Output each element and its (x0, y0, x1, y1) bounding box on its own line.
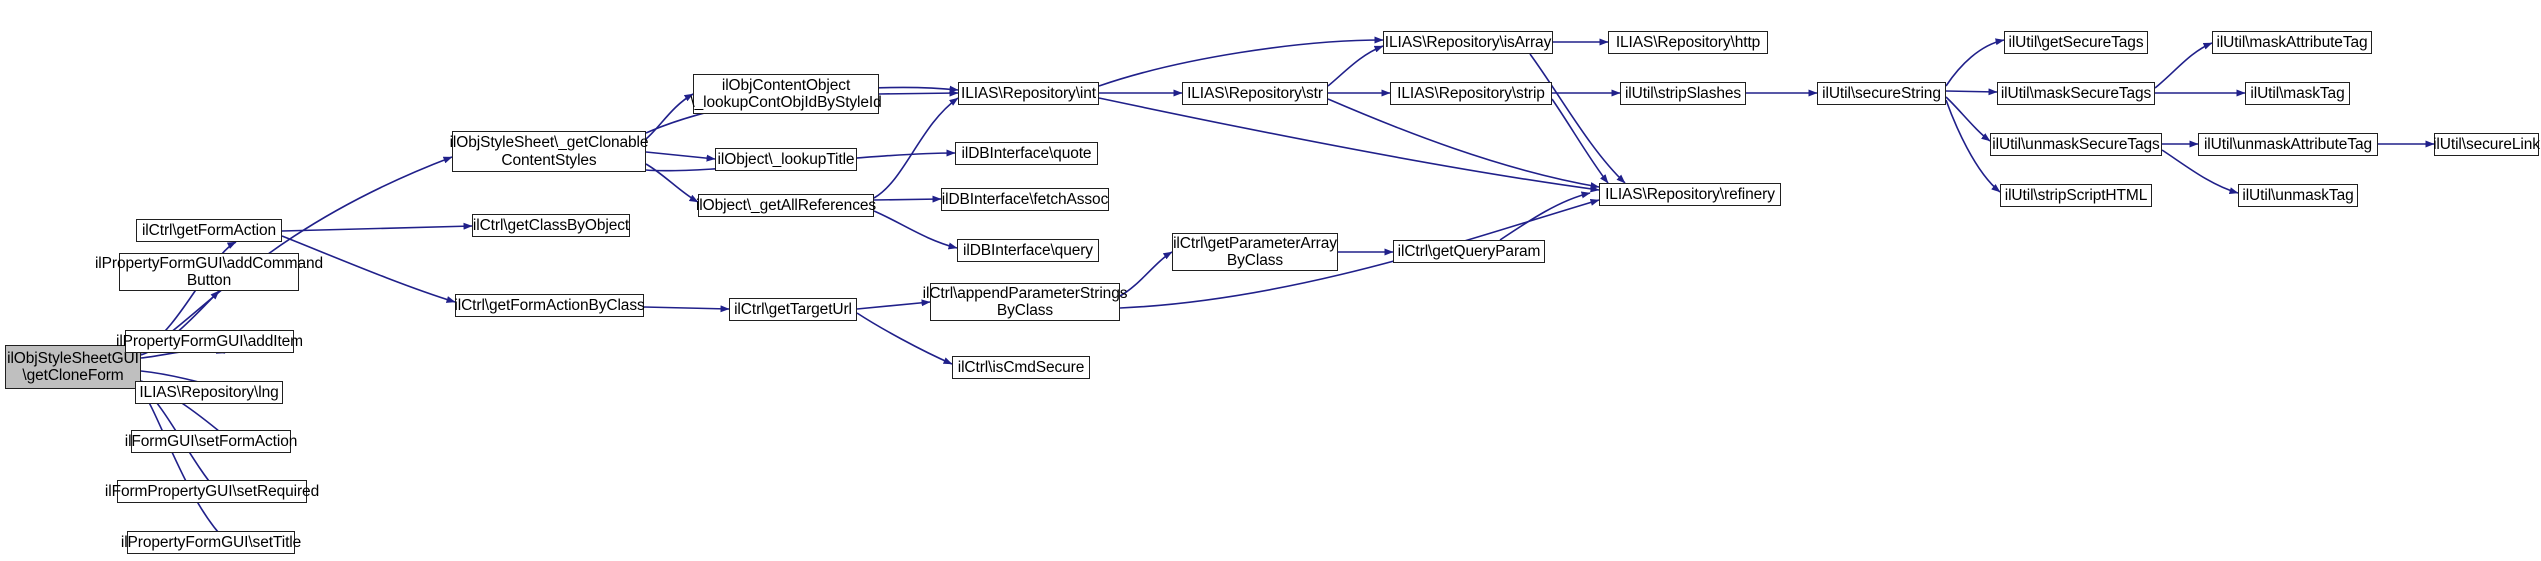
graph-node-n5[interactable]: ilFormGUI\setFormAction (125, 430, 297, 453)
call-edge (1098, 36, 1384, 87)
graph-node-n30[interactable]: ilUtil\getSecureTags (2004, 31, 2148, 54)
graph-node-n37[interactable]: ilUtil\unmaskTag (2238, 184, 2358, 207)
graph-node-n33[interactable]: ilUtil\stripScriptHTML (2000, 184, 2152, 207)
call-edge (1945, 88, 1998, 96)
graph-node-n18[interactable]: ilDBInterface\query (957, 239, 1099, 262)
graph-node-n38[interactable]: ilUtil\secureLink (2433, 133, 2540, 156)
call-edge (281, 222, 473, 232)
graph-node-n23[interactable]: ILIAS\Repository\isArray (1383, 31, 1553, 54)
graph-node-n21[interactable]: ilCtrl\getParameterArray ByClass (1172, 233, 1338, 271)
graph-node-n10[interactable]: ilCtrl\getFormActionByClass (454, 294, 645, 317)
graph-node-n27[interactable]: ilUtil\stripSlashes (1620, 82, 1746, 105)
graph-node-n19[interactable]: ilCtrl\appendParameterStrings ByClass (922, 283, 1128, 321)
call-edge (1098, 97, 1600, 193)
graph-node-n8[interactable]: ilObjStyleSheet\_getClonable ContentStyl… (450, 131, 649, 172)
call-edge (1327, 98, 1600, 190)
call-edge (645, 163, 699, 203)
graph-node-n16[interactable]: ilDBInterface\quote (955, 142, 1098, 165)
graph-node-n13[interactable]: ilObject\_getAllReferences (696, 194, 876, 217)
graph-node-n1[interactable]: ilCtrl\getFormAction (136, 219, 282, 242)
graph-node-n2[interactable]: ilPropertyFormGUI\addCommand Button (94, 253, 324, 291)
call-edge (856, 312, 953, 365)
graph-node-n3[interactable]: ilPropertyFormGUI\addItem (116, 330, 303, 353)
graph-node-n31[interactable]: ilUtil\maskSecureTags (1997, 82, 2155, 105)
call-edge (645, 93, 694, 140)
call-edge (1119, 251, 1173, 297)
call-edge (1327, 45, 1384, 87)
call-edge (2154, 42, 2213, 89)
graph-node-n15[interactable]: ILIAS\Repository\int (958, 82, 1099, 105)
graph-node-n28[interactable]: ILIAS\Repository\refinery (1599, 183, 1781, 206)
call-edge (873, 210, 958, 250)
graph-node-n34[interactable]: ilUtil\maskAttributeTag (2212, 31, 2372, 54)
call-edge (1529, 53, 1626, 184)
call-edge (856, 299, 931, 310)
graph-node-n25[interactable]: ilCtrl\getQueryParam (1393, 240, 1545, 263)
graph-node-n24[interactable]: ILIAS\Repository\strip (1390, 82, 1552, 105)
graph-node-n12[interactable]: ilObject\_lookupTitle (715, 148, 857, 171)
graph-node-n7[interactable]: ilPropertyFormGUI\setTitle (121, 531, 301, 554)
call-edge (873, 97, 959, 199)
call-edge (643, 305, 730, 313)
graph-node-n36[interactable]: ilUtil\unmaskAttributeTag (2198, 133, 2378, 156)
graph-node-n20[interactable]: ilCtrl\isCmdSecure (952, 356, 1090, 379)
call-edge (1945, 38, 2005, 87)
graph-node-n9[interactable]: ilCtrl\getClassByObject (472, 214, 630, 237)
call-edge (1551, 98, 1609, 184)
graph-node-n26[interactable]: ILIAS\Repository\http (1608, 31, 1768, 54)
call-edge (878, 89, 959, 97)
graph-node-n6[interactable]: ilFormPropertyGUI\setRequired (105, 480, 319, 503)
call-edge (645, 151, 716, 162)
graph-node-n14[interactable]: ilCtrl\getTargetUrl (729, 298, 857, 321)
graph-node-n0[interactable]: ilObjStyleSheetGUI \getCloneForm (5, 345, 141, 389)
graph-node-n17[interactable]: ilDBInterface\fetchAssoc (941, 188, 1109, 211)
call-edge (2161, 149, 2239, 195)
graph-node-n11[interactable]: ilObjContentObject \_lookupContObjIdBySt… (690, 74, 882, 114)
call-edge (1119, 199, 1600, 309)
graph-node-n32[interactable]: ilUtil\unmaskSecureTags (1990, 133, 2162, 156)
graph-node-n22[interactable]: ILIAS\Repository\str (1182, 82, 1328, 105)
call-edge (1499, 191, 1591, 241)
call-edge (1945, 96, 1991, 142)
call-edge (281, 235, 456, 303)
call-edge (1945, 99, 2001, 193)
call-edge (140, 388, 228, 543)
call-edge (873, 195, 942, 203)
graph-node-n29[interactable]: ilUtil\secureString (1817, 82, 1946, 105)
graph-node-n4[interactable]: ILIAS\Repository\lng (135, 381, 283, 404)
graph-node-n35[interactable]: ilUtil\maskTag (2245, 82, 2350, 105)
